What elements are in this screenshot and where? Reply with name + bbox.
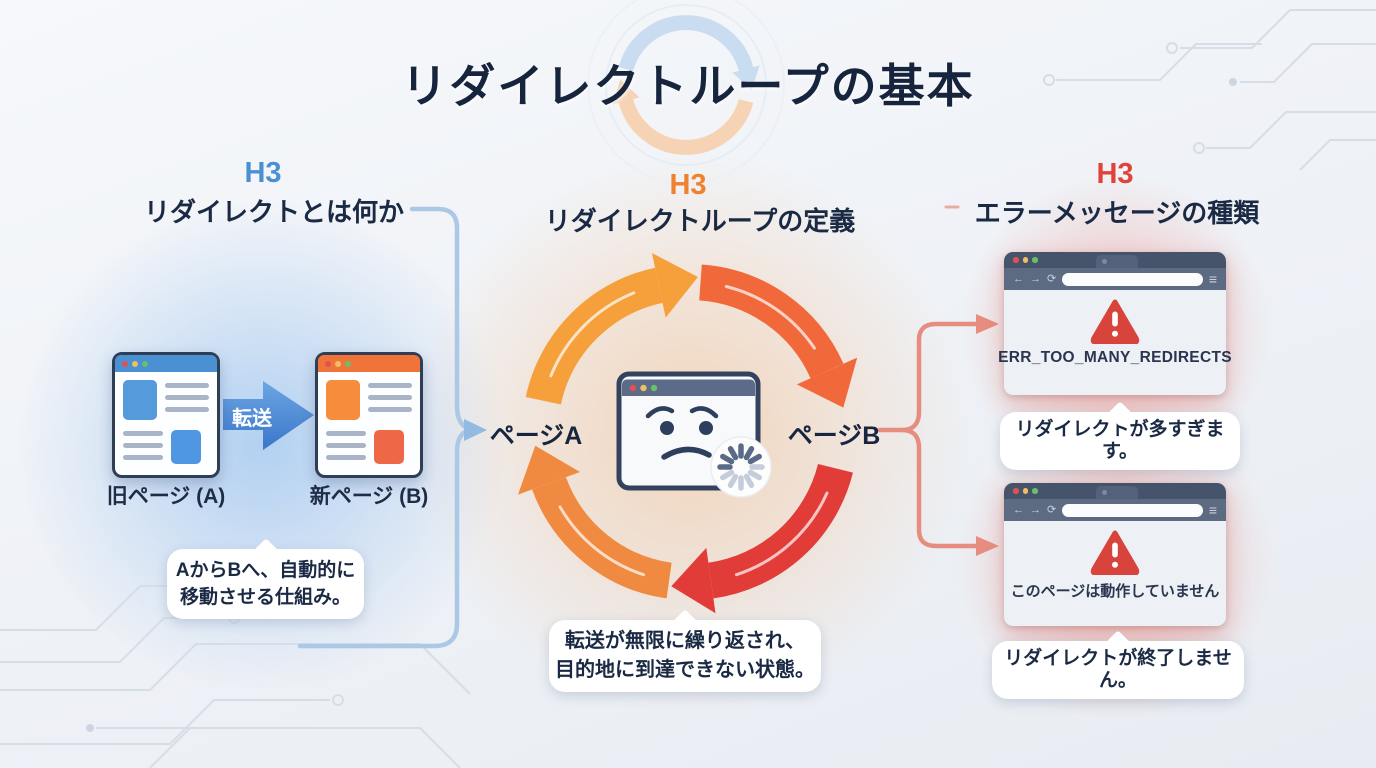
error-browser-2: ← → ⟳ ≡ このページは動作していません	[1004, 483, 1226, 626]
maximize-dot-icon	[345, 360, 351, 367]
content-lines	[123, 431, 163, 464]
content-block	[123, 380, 157, 420]
left-connector-arrowhead-icon	[464, 419, 487, 441]
bubble-text-line: リダイレクトが終了しません。	[1004, 648, 1232, 691]
browser-titlebar	[318, 355, 420, 372]
url-bar	[1062, 272, 1203, 286]
title-loop-icon	[587, 0, 785, 184]
bubble-text-line: 移動させる仕組み。	[179, 587, 351, 608]
url-bar	[1062, 503, 1203, 517]
page-content-row	[115, 428, 217, 464]
warning-icon	[1090, 530, 1140, 575]
error-browser-1: ← → ⟳ ≡ ERR_TOO_MANY_REDIRECTS	[998, 252, 1232, 395]
content-lines	[326, 431, 366, 464]
minimize-dot-icon	[1022, 257, 1028, 263]
menu-icon: ≡	[1208, 271, 1217, 287]
browser-body: ERR_TOO_MANY_REDIRECTS	[998, 290, 1232, 395]
new-page-label: 新ページ (B)	[309, 485, 429, 508]
bubble-text-line: リダイレクトが多すぎます。	[1015, 419, 1225, 462]
forward-icon: →	[1030, 272, 1041, 285]
redirect-loop-diagram	[518, 253, 858, 614]
loading-spinner-icon	[710, 436, 772, 498]
browser-toolbar: ← → ⟳ ≡	[1004, 268, 1226, 290]
back-icon: ←	[1013, 503, 1024, 516]
new-page-browser	[315, 352, 423, 478]
loop-explanation-bubble: 転送が無限に繰り返され、 目的地に到達できない状態。	[549, 620, 821, 692]
old-page-label: 旧ページ (A)	[106, 485, 226, 508]
error-message: このページは動作していません	[1010, 583, 1220, 600]
circuit-decoration-top-right	[1043, 9, 1376, 171]
content-block	[171, 430, 201, 464]
warning-icon	[1090, 299, 1140, 344]
browser-toolbar: ← → ⟳ ≡	[1004, 499, 1226, 521]
page-b-label: ページB	[787, 422, 881, 450]
close-dot-icon	[325, 360, 331, 367]
page-content-row	[318, 428, 420, 464]
browser-tab	[1096, 255, 1138, 268]
section-heading-redirect: リダイレクトとは何か	[143, 197, 405, 227]
h3-badge-center: H3	[669, 169, 707, 201]
right-connector-line	[877, 205, 981, 549]
h3-badge-right: H3	[1096, 158, 1134, 190]
close-dot-icon	[122, 360, 128, 367]
section-heading-error-types: エラーメッセージの種類	[974, 198, 1260, 228]
h3-badge-left: H3	[244, 157, 282, 189]
bubble-text-line: 転送が無限に繰り返され、	[564, 630, 806, 652]
maximize-dot-icon	[142, 360, 148, 367]
sad-face-icon	[645, 406, 719, 460]
close-dot-icon	[1013, 488, 1019, 494]
browser-titlebar	[115, 355, 217, 372]
transfer-arrow	[223, 381, 314, 450]
browser-titlebar	[1004, 252, 1226, 268]
redirect-explanation-bubble: AからBへ、自動的に 移動させる仕組み。	[167, 549, 364, 619]
right-connector-arrowhead-bottom-icon	[976, 536, 999, 556]
page-content-row	[318, 380, 420, 420]
section-heading-loop-definition: リダイレクトループの定義	[544, 206, 856, 236]
loop-center-browser	[616, 371, 772, 498]
content-lines	[165, 383, 209, 420]
minimize-dot-icon	[1022, 488, 1028, 494]
content-block	[326, 380, 360, 420]
page-content-row	[115, 380, 217, 420]
browser-body: このページは動作していません	[1004, 521, 1226, 626]
close-dot-icon	[1013, 257, 1019, 263]
minimize-dot-icon	[335, 360, 341, 367]
reload-icon: ⟳	[1047, 503, 1057, 516]
page-a-label: ページA	[489, 422, 583, 450]
content-block	[374, 430, 404, 464]
menu-icon: ≡	[1208, 502, 1217, 518]
page-title: リダイレクトループの基本	[401, 60, 975, 112]
maximize-dot-icon	[1032, 488, 1038, 494]
right-connector-arrowhead-top-icon	[976, 314, 999, 334]
error-message: ERR_TOO_MANY_REDIRECTS	[998, 349, 1232, 366]
error-bubble-2: リダイレクトが終了しません。	[992, 641, 1244, 699]
bubble-text-line: AからBへ、自動的に	[175, 560, 356, 581]
forward-icon: →	[1030, 503, 1041, 516]
left-connector-line	[297, 206, 470, 649]
browser-titlebar	[1004, 483, 1226, 499]
old-page-browser	[112, 352, 220, 478]
back-icon: ←	[1013, 272, 1024, 285]
transfer-arrow-label: 転送	[232, 408, 272, 430]
minimize-dot-icon	[132, 360, 138, 367]
error-bubble-1: リダイレクトが多すぎます。	[1000, 412, 1240, 470]
content-lines	[368, 383, 412, 420]
browser-tab	[1096, 486, 1138, 499]
traffic-dots-icon	[629, 384, 658, 392]
bubble-text-line: 目的地に到達できない状態。	[555, 659, 815, 681]
maximize-dot-icon	[1032, 257, 1038, 263]
reload-icon: ⟳	[1047, 272, 1057, 285]
